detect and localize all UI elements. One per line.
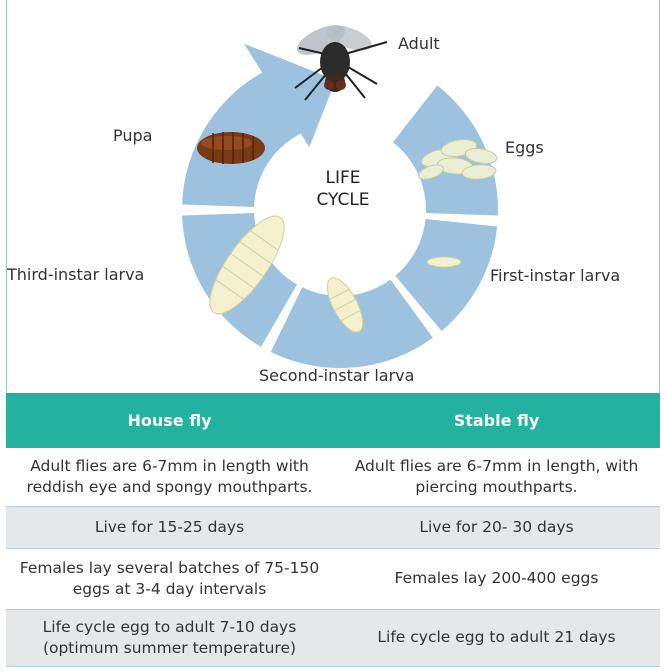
life-cycle-center-label: LIFE CYCLE <box>303 167 383 211</box>
table-row: Live for 15-25 days Live for 20- 30 days <box>6 506 660 548</box>
table-cell: Life cycle egg to adult 21 days <box>333 609 660 666</box>
stage-label-adult: Adult <box>398 34 440 53</box>
column-header-house-fly: House fly <box>6 393 333 448</box>
table-cell: Life cycle egg to adult 7-10 days (optim… <box>6 609 333 666</box>
comparison-table: House fly Stable fly Adult flies are 6-7… <box>6 393 660 667</box>
stage-label-second-instar: Second-instar larva <box>259 366 414 385</box>
column-header-stable-fly: Stable fly <box>333 393 660 448</box>
center-label-line-1: LIFE <box>303 167 383 189</box>
pupa-illustration <box>197 132 265 164</box>
stage-label-eggs: Eggs <box>505 138 544 157</box>
table-row: Life cycle egg to adult 7-10 days (optim… <box>6 609 660 666</box>
table-cell: Adult flies are 6-7mm in length, with pi… <box>333 448 660 506</box>
table-cell: Live for 20- 30 days <box>333 506 660 548</box>
table-cell: Adult flies are 6-7mm in length with red… <box>6 448 333 506</box>
table-cell: Females lay 200-400 eggs <box>333 548 660 609</box>
table-row: Females lay several batches of 75-150 eg… <box>6 548 660 609</box>
table-row: Adult flies are 6-7mm in length with red… <box>6 448 660 506</box>
first-instar-larva-illustration <box>427 257 461 267</box>
table-cell: Live for 15-25 days <box>6 506 333 548</box>
table-header-row: House fly Stable fly <box>6 393 660 448</box>
stage-label-pupa: Pupa <box>113 126 152 145</box>
stage-label-first-instar: First-instar larva <box>490 266 620 285</box>
center-label-line-2: CYCLE <box>303 189 383 211</box>
table-cell: Females lay several batches of 75-150 eg… <box>6 548 333 609</box>
stage-label-third-instar: Third-instar larva <box>7 265 144 284</box>
life-cycle-diagram: Adult Eggs First-instar larva Second-ins… <box>6 0 660 393</box>
